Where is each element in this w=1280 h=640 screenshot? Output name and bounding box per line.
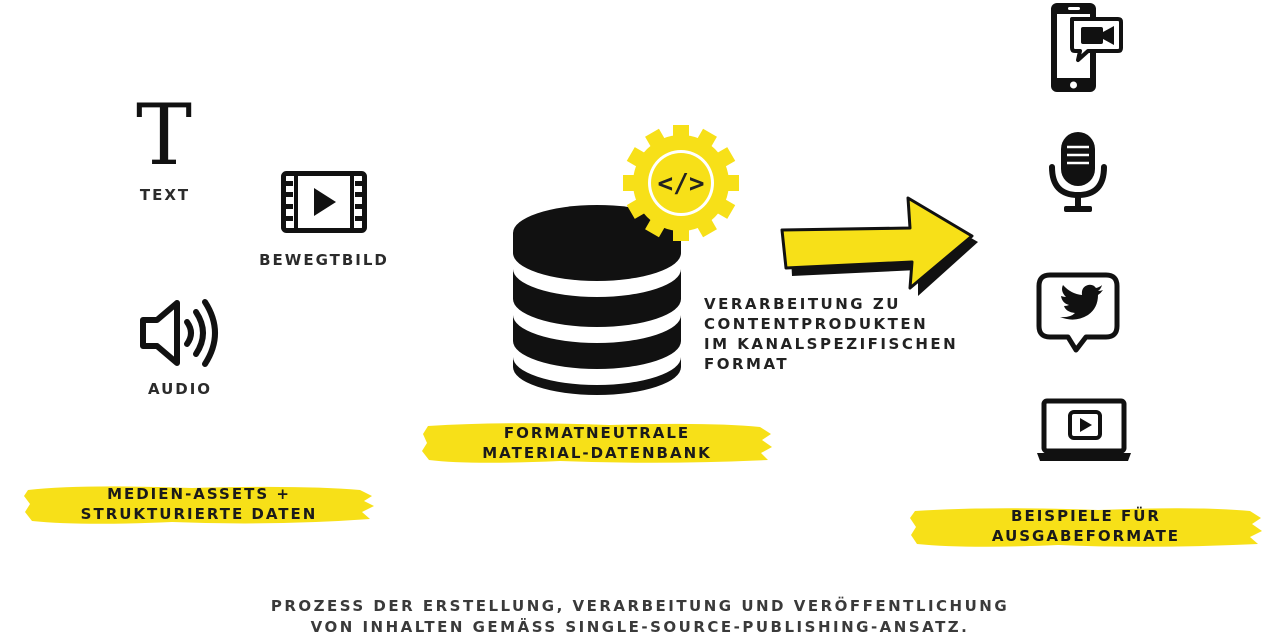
smartphone-video-chat-icon [1051,3,1123,92]
laptop-video-icon [1037,398,1131,461]
arrow-right-icon [780,196,978,296]
inputs-group-label: MEDIEN-ASSETS + STRUKTURIERTE DATEN [80,485,318,523]
inputs-brush-highlight [24,486,374,524]
text-label: TEXT [139,186,191,204]
outputs-group-label: BEISPIELE FÜR AUSGABEFORMATE [991,507,1181,545]
diagram-caption: PROZESS DER ERSTELLUNG, VERARBEITUNG UND… [270,597,1010,636]
audio-label: AUDIO [147,380,213,398]
film-play-icon [281,171,367,233]
database-icon [513,205,681,395]
speaker-icon [140,299,218,367]
twitter-bubble-icon [1036,272,1120,353]
microphone-icon [1049,132,1107,212]
outputs-brush-highlight [910,508,1262,547]
database-label: FORMATNEUTRALE MATERIAL-DATENBANK [482,424,712,462]
code-symbol: </> [658,169,705,199]
process-label: VERARBEITUNG ZU CONTENTPRODUKTEN IM KANA… [704,295,959,373]
text-icon: T [135,86,193,184]
gear-code-icon: </> [623,125,739,241]
database-brush-highlight [422,423,772,463]
video-label: BEWEGTBILD [259,251,389,269]
